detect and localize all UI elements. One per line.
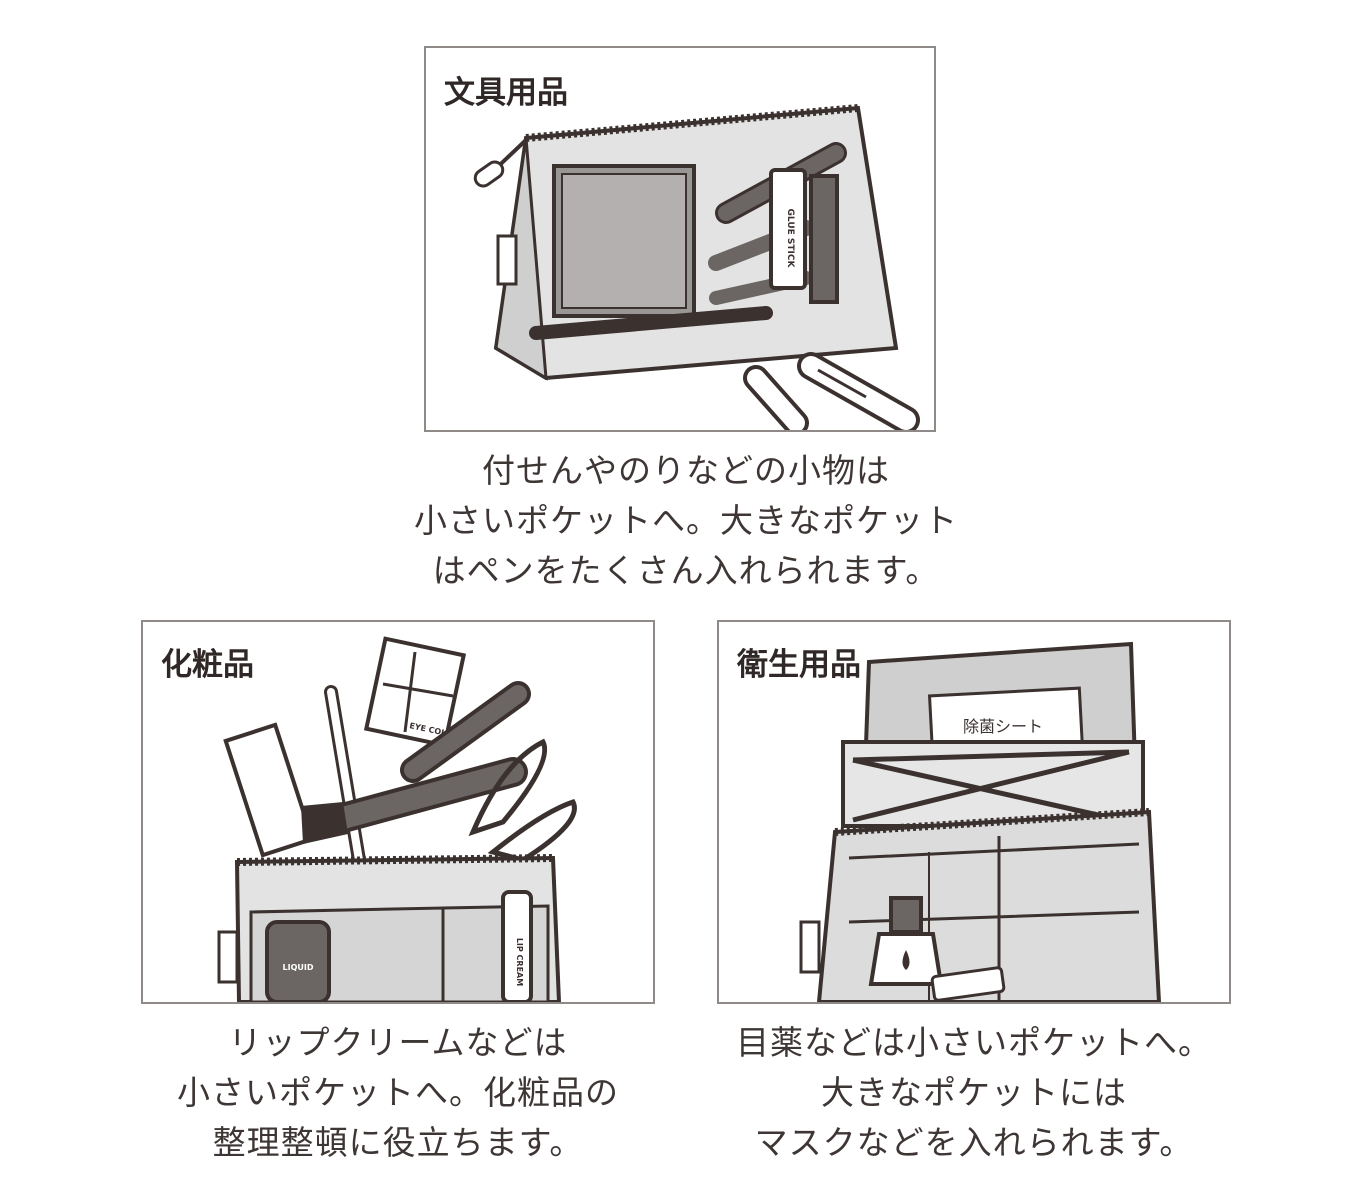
cosmetics-caption: リップクリームなどは 小さいポケットへ。化粧品の 整理整頓に役立ちます。 (108, 1018, 688, 1168)
stationery-caption: 付せんやのりなどの小物は 小さいポケットへ。大きなポケット はペンをたくさん入れ… (376, 446, 996, 596)
hygiene-caption: 目薬などは小さいポケットへ。 大きなポケットには マスクなどを入れられます。 (684, 1018, 1264, 1168)
liquid-label: LIQUID (283, 963, 314, 972)
stationery-pouch-illustration: GLUE STICK (473, 104, 920, 430)
cosmetics-caption-line-1: リップクリームなどは (228, 1023, 568, 1062)
stationery-panel: 文具用品 GLUE STICK (424, 46, 936, 432)
cosmetics-caption-line-3: 整理整頓に役立ちます。 (212, 1123, 584, 1162)
lip-cream-label: LIP CREAM (515, 938, 524, 986)
hygiene-caption-line-3: マスクなどを入れられます。 (754, 1123, 1194, 1162)
hygiene-caption-line-1: 目薬などは小さいポケットへ。 (736, 1023, 1212, 1062)
hygiene-panel: 衛生用品 除菌シート (717, 620, 1231, 1004)
cosmetics-panel: 化粧品 EYE COLOR LIQUID LIP CREAM (141, 620, 655, 1004)
stationery-caption-line-1: 付せんやのりなどの小物は (482, 451, 890, 490)
cosmetics-pouch-illustration: EYE COLOR LIQUID LIP CREAM (217, 636, 577, 1002)
stationery-title: 文具用品 (440, 78, 572, 109)
hygiene-pouch-illustration: 除菌シート (799, 641, 1162, 1002)
stationery-caption-line-2: 小さいポケットへ。大きなポケット (414, 501, 958, 540)
stationery-caption-line-3: はペンをたくさん入れられます。 (432, 551, 940, 590)
glue-stick-label: GLUE STICK (785, 209, 795, 269)
hygiene-caption-line-2: 大きなポケットには (821, 1073, 1127, 1112)
wipes-label: 除菌シート (963, 717, 1043, 736)
hygiene-title: 衛生用品 (733, 650, 865, 681)
cosmetics-title: 化粧品 (157, 650, 258, 681)
cosmetics-caption-line-2: 小さいポケットへ。化粧品の (177, 1073, 619, 1112)
